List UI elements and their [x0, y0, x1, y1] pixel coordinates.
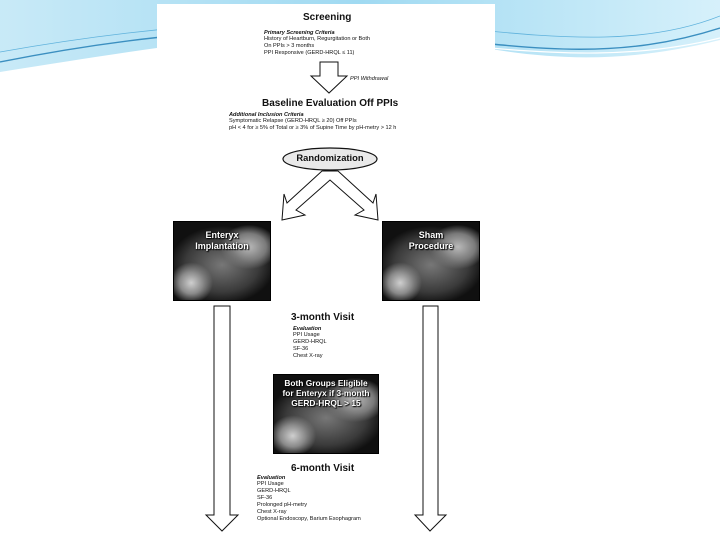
visit6-line-6: Optional Endoscopy, Barium Esophagram	[257, 516, 361, 523]
visit6-title: 6-month Visit	[291, 463, 354, 474]
screening-title: Screening	[303, 12, 351, 23]
randomization-label: Randomization	[284, 152, 376, 163]
screening-line-3: PPI Responsive (GERD-HRQL ≤ 11)	[264, 50, 354, 57]
eligible-label: Both Groups Eligible for Enteryx if 3-mo…	[274, 378, 378, 408]
visit3-line-4: Chest X-ray	[293, 353, 323, 360]
sham-label: Sham Procedure	[383, 230, 479, 252]
sham-endoscopy-image: Sham Procedure	[382, 221, 480, 301]
enteryx-endoscopy-image: Enteryx Implantation	[173, 221, 271, 301]
baseline-line-2: pH < 4 for ≥ 5% of Total or ≥ 3% of Supi…	[229, 125, 396, 132]
flowchart-slide: Screening Primary Screening Criteria His…	[157, 4, 495, 540]
ppi-withdrawal-label: PPI Withdrawal	[350, 76, 388, 82]
right-long-arrow	[415, 306, 446, 531]
baseline-title: Baseline Evaluation Off PPIs	[262, 98, 398, 109]
enteryx-label: Enteryx Implantation	[174, 230, 270, 252]
eligible-endoscopy-image: Both Groups Eligible for Enteryx if 3-mo…	[273, 374, 379, 454]
left-long-arrow	[206, 306, 238, 531]
down-arrow-withdrawal	[311, 62, 347, 93]
visit3-title: 3-month Visit	[291, 312, 354, 323]
split-arrow	[282, 171, 378, 220]
